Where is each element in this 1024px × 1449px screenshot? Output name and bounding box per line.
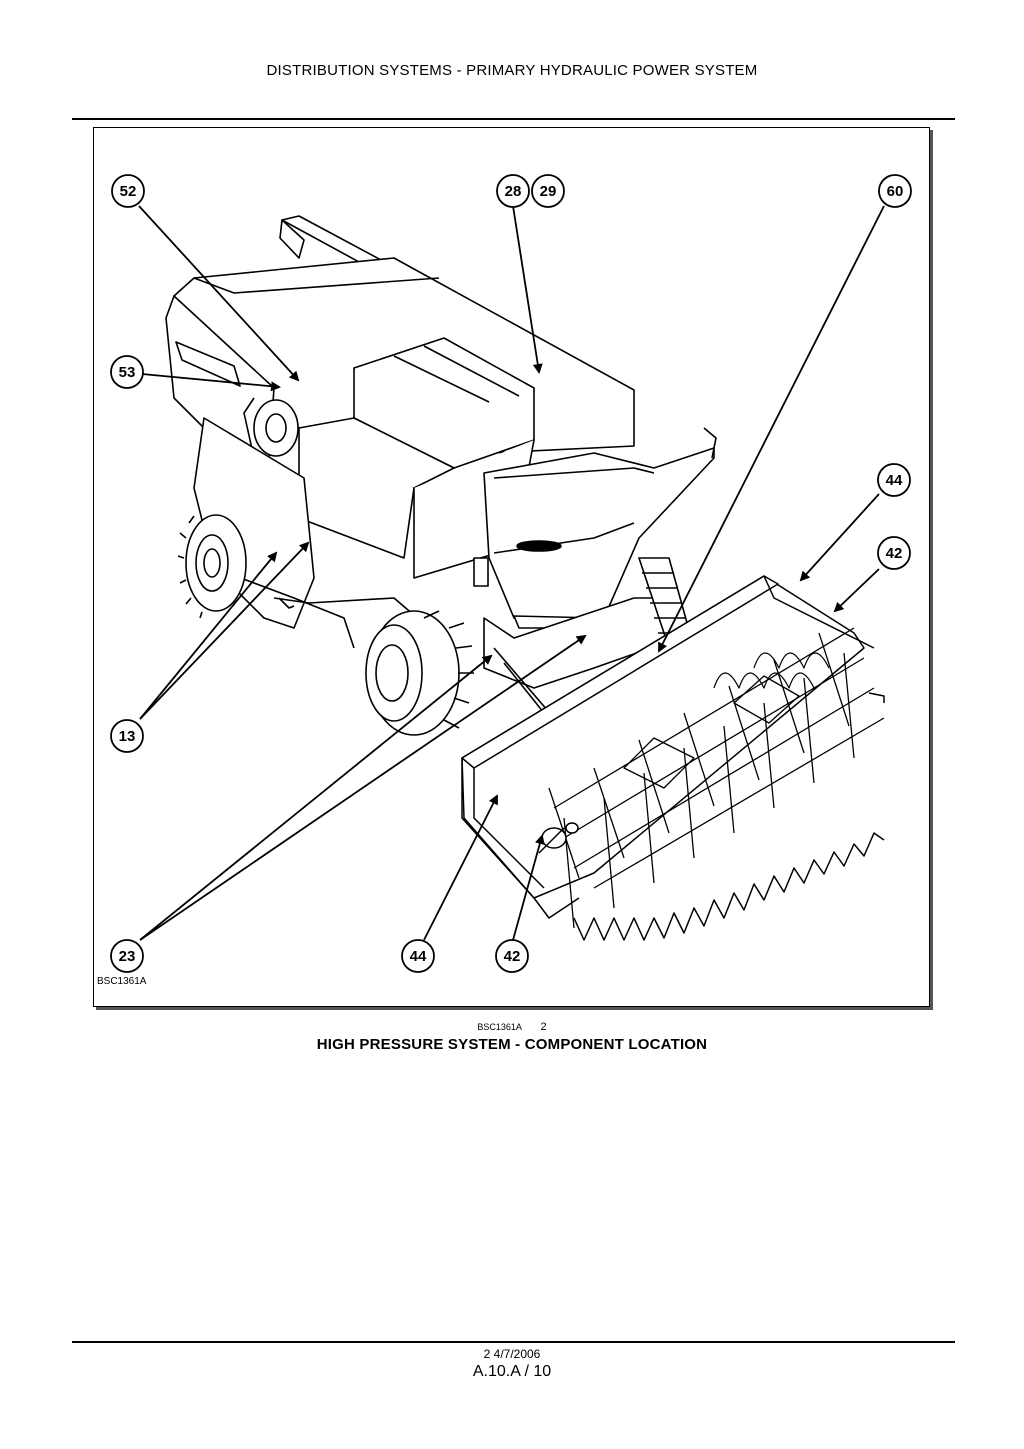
caption-number: 2 xyxy=(540,1021,547,1033)
svg-text:52: 52 xyxy=(120,183,137,200)
svg-text:29: 29 xyxy=(540,183,557,200)
callout-23: 23 xyxy=(110,939,144,973)
callout-29: 29 xyxy=(531,174,565,208)
leader-lines xyxy=(138,205,885,941)
svg-text:13: 13 xyxy=(119,728,136,745)
caption-code: BSC1361A xyxy=(477,1022,522,1032)
footer-date: 2 4/7/2006 xyxy=(483,1347,541,1361)
callout-13: 13 xyxy=(110,719,144,753)
callout-42-bottom: 42 xyxy=(495,939,529,973)
footer-page-number: A.10.A / 10 xyxy=(472,1363,552,1380)
svg-text:60: 60 xyxy=(887,183,904,200)
figure-code-inner: BSC1361A xyxy=(97,976,147,987)
figure-frame: 52 28 29 60 53 44 42 13 xyxy=(93,127,930,1007)
callout-44-bottom: 44 xyxy=(401,939,435,973)
callout-53: 53 xyxy=(110,355,144,389)
svg-text:28: 28 xyxy=(505,183,522,200)
callout-60: 60 xyxy=(878,174,912,208)
header-rule xyxy=(72,118,955,120)
svg-text:44: 44 xyxy=(410,948,427,965)
footer-rule xyxy=(72,1341,955,1343)
svg-text:42: 42 xyxy=(886,545,903,562)
callout-42-right: 42 xyxy=(877,536,911,570)
callout-52: 52 xyxy=(111,174,145,208)
grain-header-illustration xyxy=(461,575,885,941)
figure-caption-ref: BSC1361A 2 xyxy=(0,1021,1024,1033)
figure-caption-title: HIGH PRESSURE SYSTEM - COMPONENT LOCATIO… xyxy=(316,1036,708,1053)
svg-text:44: 44 xyxy=(886,472,903,489)
callout-44-right: 44 xyxy=(877,463,911,497)
svg-text:23: 23 xyxy=(119,948,136,965)
combine-harvester-diagram: 52 28 29 60 53 44 42 13 xyxy=(110,174,912,973)
page-header-title: DISTRIBUTION SYSTEMS - PRIMARY HYDRAULIC… xyxy=(266,62,758,79)
callout-28: 28 xyxy=(496,174,530,208)
svg-text:53: 53 xyxy=(119,364,136,381)
svg-text:42: 42 xyxy=(504,948,521,965)
